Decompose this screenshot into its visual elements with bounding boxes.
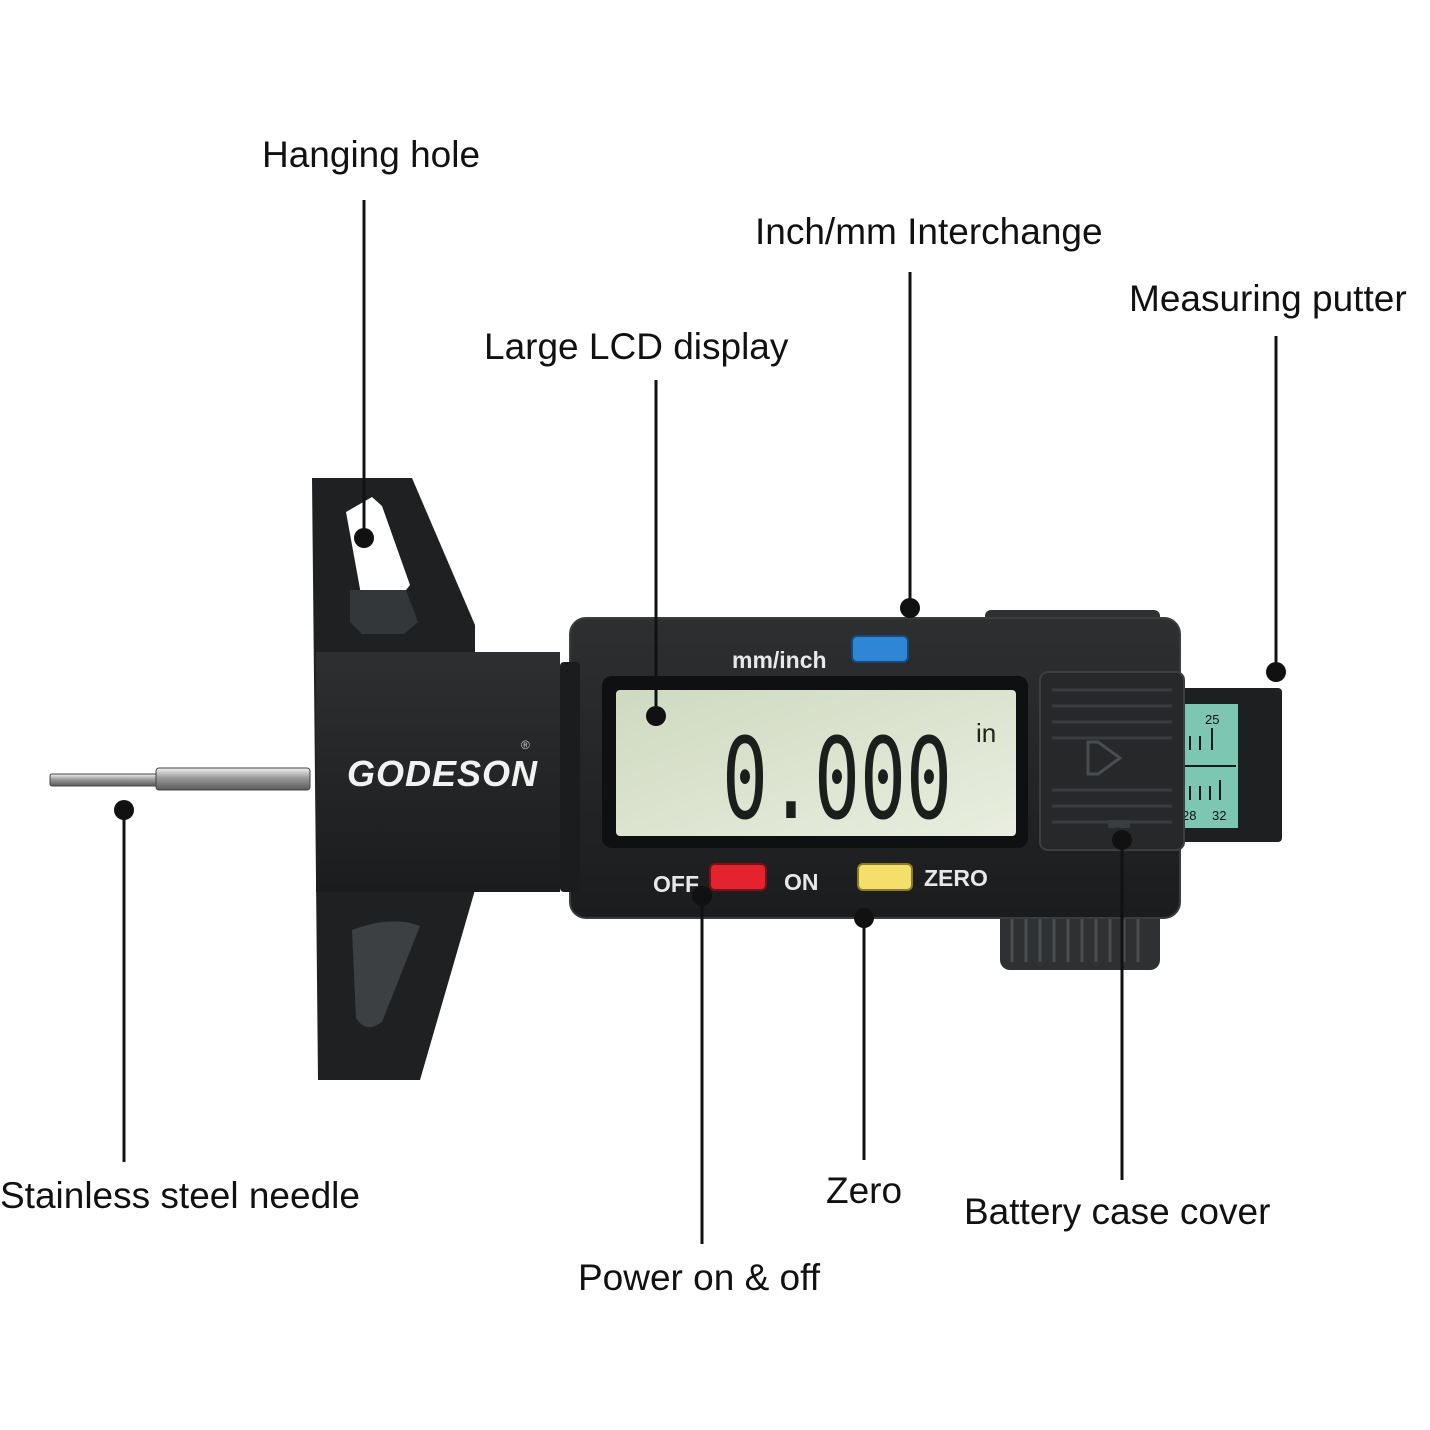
leader-dot-needle	[114, 800, 134, 820]
thumb-wheel	[1000, 908, 1160, 970]
hanging-hole	[346, 497, 410, 600]
zero-button[interactable]	[857, 863, 913, 891]
leader-dot-inch-mm	[900, 598, 920, 618]
scale-label-left: 28	[1182, 808, 1196, 823]
callout-power-on-off: Power on & off	[578, 1257, 821, 1298]
leader-dot-zero	[854, 908, 874, 928]
scale-label-top: 25	[1205, 712, 1219, 727]
leader-dot-lcd	[646, 706, 666, 726]
leader-dot-hanging-hole	[354, 528, 374, 548]
mode-button[interactable]	[851, 635, 909, 663]
mode-label: mm/inch	[732, 647, 827, 673]
scale-label-right: 32	[1212, 808, 1226, 823]
off-label: OFF	[653, 871, 699, 897]
leader-dot-putter	[1266, 662, 1286, 682]
measuring-putter: 25 28 32	[1178, 688, 1282, 842]
callout-inch-mm-interchange: Inch/mm Interchange	[755, 211, 1103, 252]
zero-label: ZERO	[924, 865, 988, 891]
leader-lines	[114, 200, 1286, 1244]
leader-dot-power	[692, 886, 712, 906]
power-button[interactable]	[709, 863, 767, 891]
lcd-display: 0.000 in	[602, 676, 1028, 848]
lcd-reading: 0.000	[722, 715, 952, 845]
depth-base	[312, 478, 560, 1080]
brand-logo: GODESON	[347, 753, 538, 794]
registered-mark: ®	[521, 738, 530, 752]
lcd-unit: in	[976, 718, 996, 748]
stainless-steel-needle	[49, 767, 311, 791]
callout-battery-case-cover: Battery case cover	[964, 1191, 1271, 1232]
on-label: ON	[784, 869, 819, 895]
leader-dot-battery	[1112, 830, 1132, 850]
callout-measuring-putter: Measuring putter	[1129, 278, 1407, 319]
callout-zero: Zero	[826, 1170, 903, 1211]
callout-large-lcd-display: Large LCD display	[484, 326, 789, 367]
callout-hanging-hole: Hanging hole	[262, 134, 481, 175]
callout-stainless-steel-needle: Stainless steel needle	[0, 1175, 360, 1216]
